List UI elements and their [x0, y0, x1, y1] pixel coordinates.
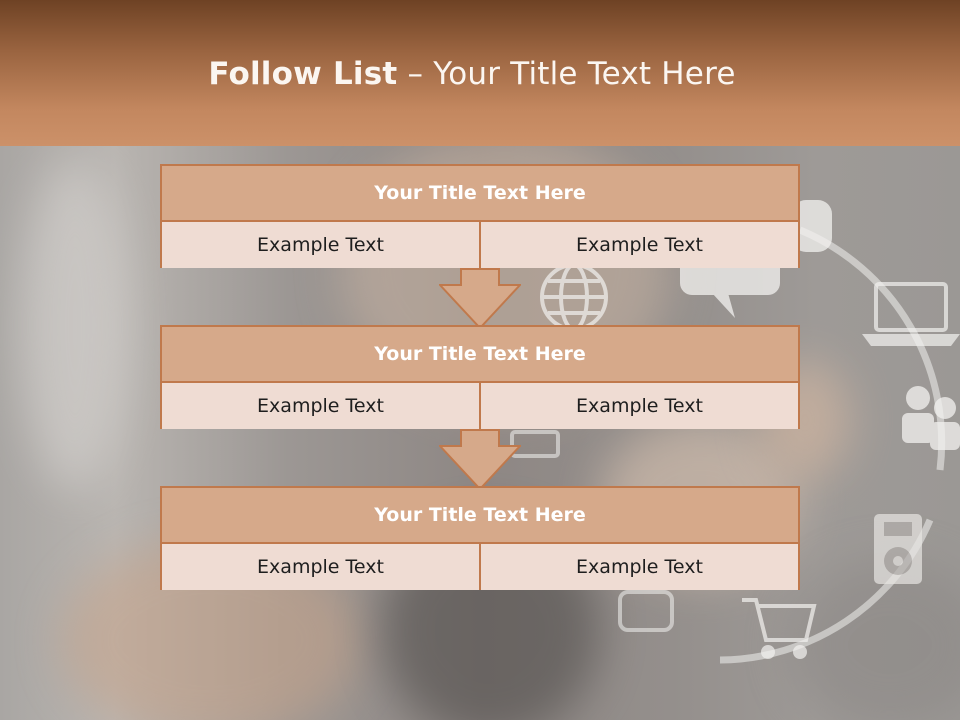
block-title[interactable]: Your Title Text Here — [162, 327, 798, 383]
block-right-text[interactable]: Example Text — [479, 222, 798, 268]
slide-title-rest: – Your Title Text Here — [397, 56, 736, 92]
header-band — [0, 0, 960, 146]
block-title[interactable]: Your Title Text Here — [162, 166, 798, 222]
block-left-text[interactable]: Example Text — [257, 395, 384, 417]
list-block-3: Your Title Text Here Example Text Exampl… — [160, 486, 800, 590]
down-arrow-icon — [439, 429, 521, 491]
down-arrow-icon — [439, 268, 521, 330]
list-block-1: Your Title Text Here Example Text Exampl… — [160, 164, 800, 268]
list-block-2: Your Title Text Here Example Text Exampl… — [160, 325, 800, 429]
users-icon — [902, 386, 960, 450]
globe-icon — [540, 263, 608, 331]
laptop-icon — [862, 282, 960, 346]
block-left-text[interactable]: Example Text — [257, 556, 384, 578]
shopping-cart-icon — [742, 598, 817, 659]
block-left-text[interactable]: Example Text — [257, 234, 384, 256]
tablet-icon — [510, 430, 560, 458]
block-title[interactable]: Your Title Text Here — [162, 488, 798, 544]
block-right-text[interactable]: Example Text — [479, 544, 798, 590]
social-icon — [618, 590, 674, 632]
slide-title-bold: Follow List — [208, 56, 398, 92]
block-right-text[interactable]: Example Text — [479, 383, 798, 429]
slide-title: Follow List – Your Title Text Here — [0, 56, 944, 92]
media-player-icon — [874, 514, 922, 584]
